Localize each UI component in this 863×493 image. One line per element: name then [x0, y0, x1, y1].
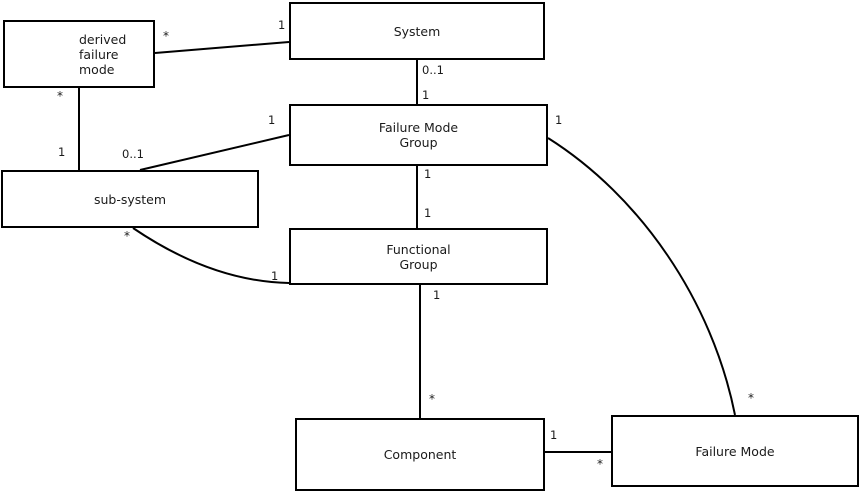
multiplicity-derived-failure-mode-system-far: 1 [278, 18, 286, 32]
class-label-system: System [393, 23, 441, 39]
class-label-sub-system: sub-system [93, 191, 167, 207]
multiplicity-system-failure-mode-group-bottom: 1 [422, 88, 430, 102]
multiplicity-functional-group-component-top: 1 [433, 288, 441, 302]
multiplicity-sub-system-functional-group-near: * [124, 229, 130, 243]
class-label-functional-group: Functional Group [386, 241, 451, 272]
class-box-component[interactable]: Component [295, 418, 545, 491]
multiplicity-derived-failure-mode-sub-system-bottom: 1 [58, 145, 66, 159]
multiplicity-failure-mode-group-failure-mode-bottom: * [748, 391, 754, 405]
multiplicity-failure-mode-group-functional-group-top: 1 [424, 167, 432, 181]
class-label-failure-mode-group: Failure Mode Group [378, 120, 459, 150]
multiplicity-failure-mode-group-failure-mode-top: 1 [555, 113, 563, 127]
edge-sub-system-to-failure-mode-group [139, 134, 290, 171]
edge-failure-mode-group-to-failure-mode [547, 137, 736, 416]
class-box-failure-mode-group[interactable]: Failure Mode Group [289, 104, 548, 166]
edge-sub-system-to-functional-group [132, 227, 290, 284]
class-label-derived-failure-mode: derived failure mode [79, 31, 127, 77]
class-box-failure-mode[interactable]: Failure Mode [611, 415, 859, 487]
multiplicity-functional-group-component-bottom: * [429, 392, 435, 406]
class-box-derived-failure-mode[interactable]: derived failure mode [3, 20, 155, 88]
multiplicity-failure-mode-group-functional-group-bottom: 1 [424, 206, 432, 220]
class-box-sub-system[interactable]: sub-system [1, 170, 259, 228]
multiplicity-system-failure-mode-group-top: 0..1 [422, 63, 444, 77]
multiplicity-sub-system-failure-mode-group-near: 0..1 [122, 147, 144, 161]
edge-derived-failure-mode-to-system [154, 41, 290, 54]
multiplicity-sub-system-failure-mode-group-far: 1 [268, 113, 276, 127]
multiplicity-component-failure-mode-right: * [597, 457, 603, 471]
class-label-failure-mode: Failure Mode [695, 443, 775, 459]
class-box-functional-group[interactable]: Functional Group [289, 228, 548, 285]
multiplicity-sub-system-functional-group-far: 1 [271, 269, 279, 283]
multiplicity-derived-failure-mode-system-near: * [163, 29, 169, 43]
multiplicity-component-failure-mode-left: 1 [550, 428, 558, 442]
multiplicity-derived-failure-mode-sub-system-top: * [57, 89, 63, 103]
class-label-component: Component [383, 447, 457, 462]
class-box-system[interactable]: System [289, 2, 545, 60]
